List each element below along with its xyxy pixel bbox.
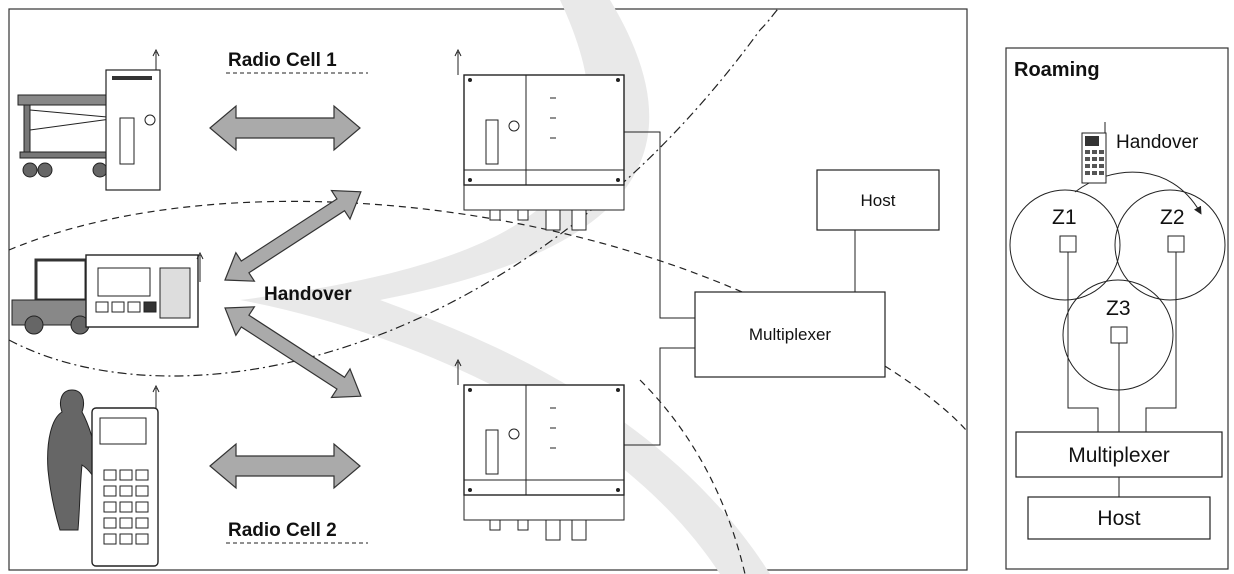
handheld-terminal (47, 384, 160, 567)
roaming-multiplexer-box (1015, 431, 1223, 478)
handover-label: Handover (264, 284, 352, 305)
radio-cell-2-label: Radio Cell 2 (228, 520, 337, 541)
host-label: Host (861, 191, 896, 210)
zone-2-label: Z2 (1160, 206, 1185, 229)
zone-1-coverage (1009, 189, 1121, 301)
connection-lines (624, 131, 856, 446)
zone-2-station (1167, 235, 1185, 253)
zone-3-coverage (1062, 279, 1174, 391)
radio-cell-boundary-3 (639, 379, 746, 574)
handover-arrow-up (224, 189, 362, 282)
zone-1-station (1059, 235, 1077, 253)
radio-cell-boundary-1 (8, 200, 967, 431)
coverage-band (240, 0, 770, 574)
handover-arrow-down (224, 306, 362, 399)
mobile-terminal-icon (1081, 122, 1107, 184)
forklift-terminal (11, 251, 204, 335)
multiplexer-label: Multiplexer (749, 325, 832, 344)
roaming-frame (1005, 47, 1229, 570)
base-station-2 (454, 358, 625, 541)
host-box (816, 169, 940, 231)
radio-link-arrow-1 (209, 104, 361, 152)
radio-cell-1-label: Radio Cell 1 (228, 50, 337, 71)
handover-path-arrow (1074, 171, 1202, 215)
roaming-wiring (1067, 252, 1177, 497)
roaming-panel: Roaming Handover Z1 Z2 Z3 (1005, 47, 1229, 570)
radio-link-arrow-2 (209, 442, 361, 490)
roaming-host-label: Host (1097, 507, 1140, 530)
roaming-title: Roaming (1014, 59, 1100, 81)
base-station-1 (454, 48, 625, 231)
roaming-host-box (1027, 496, 1211, 540)
zone-1-label: Z1 (1052, 206, 1077, 229)
zone-3-label: Z3 (1106, 297, 1131, 320)
cart-terminal (17, 48, 161, 191)
main-panel: Radio Cell 1 Radio Cell 2 Handover (8, 0, 968, 574)
zone-3-station (1110, 326, 1128, 344)
multiplexer-box (694, 291, 886, 378)
roaming-multiplexer-label: Multiplexer (1068, 444, 1170, 467)
roaming-handover-label: Handover (1116, 132, 1199, 153)
zone-2-coverage (1114, 189, 1226, 301)
